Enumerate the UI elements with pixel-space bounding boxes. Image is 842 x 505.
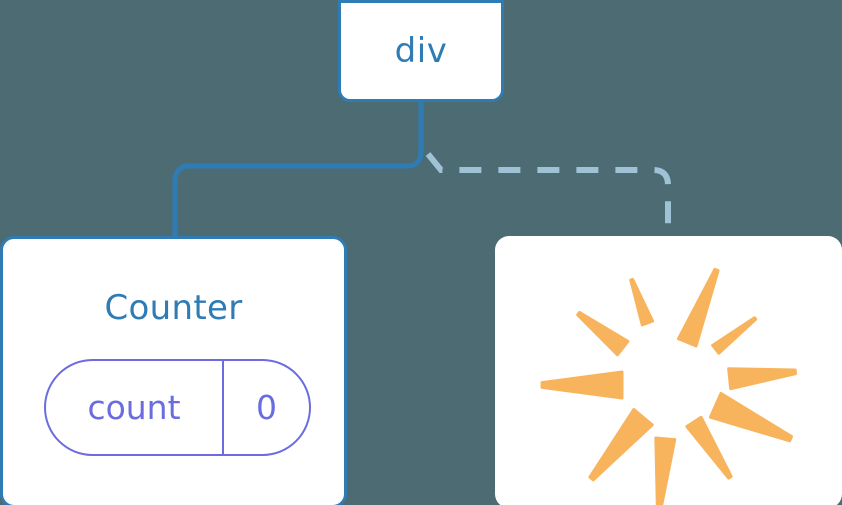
sparkle-ray-3 <box>727 367 797 391</box>
sparkle-rays <box>540 267 797 505</box>
sparkle-ray-6 <box>654 436 677 505</box>
sparkle-burst-icon <box>540 267 797 505</box>
sparkle-ray-5 <box>685 415 733 480</box>
state-pill[interactable]: count 0 <box>44 359 311 456</box>
node-div-label: div <box>394 31 448 71</box>
state-value: 0 <box>256 388 277 427</box>
sparkle-ray-9 <box>576 310 630 357</box>
node-counter[interactable]: Counter count 0 <box>0 236 347 505</box>
sparkle-ray-10 <box>629 277 655 327</box>
sparkle-ray-7 <box>588 407 654 482</box>
counter-title: Counter <box>104 288 243 328</box>
sparkle-ray-1 <box>676 267 720 348</box>
state-pill-divider <box>222 361 224 454</box>
edge-div-to-effect <box>425 152 671 238</box>
node-div[interactable]: div <box>338 0 504 102</box>
node-effect[interactable] <box>495 236 842 505</box>
edge-div-to-counter <box>172 97 424 241</box>
sparkle-ray-2 <box>711 316 758 355</box>
sparkle-ray-4 <box>708 391 794 443</box>
sparkle-ray-8 <box>540 370 624 400</box>
state-key: count <box>87 388 181 427</box>
